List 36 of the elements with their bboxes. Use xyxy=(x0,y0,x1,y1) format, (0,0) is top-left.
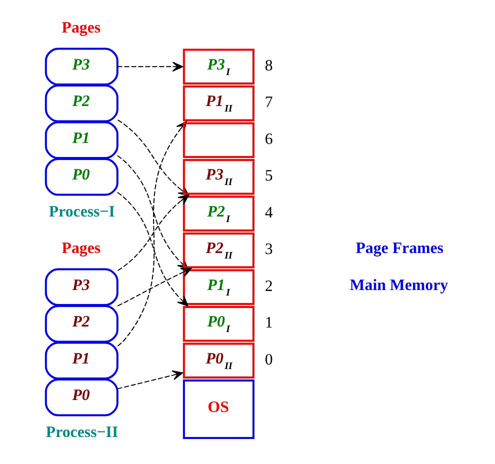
node-box: P3 xyxy=(44,268,118,306)
node-box: P0 xyxy=(44,158,118,196)
node-label: 4 xyxy=(264,204,273,222)
node-box: P3 xyxy=(44,48,118,86)
node-box: P1 xyxy=(44,121,118,160)
node-box: P2$_{I}$ xyxy=(182,196,254,232)
node-label: 6 xyxy=(264,130,273,148)
node-box: P2 xyxy=(44,84,118,122)
node-label: 7 xyxy=(264,94,273,112)
node-box: P1$_{I}$ xyxy=(182,269,254,305)
arrow xyxy=(117,268,192,306)
node-label: 3 xyxy=(264,241,273,258)
node-box: P0$_{I}$ xyxy=(182,306,254,342)
label: Pages xyxy=(62,240,101,258)
label: Process−II xyxy=(46,424,118,441)
node-box: P3$_{I}$ xyxy=(182,48,254,85)
node-box: OS xyxy=(182,379,254,440)
node-box: P1 xyxy=(44,342,118,380)
node-box: P3$_{II}$ xyxy=(182,159,254,195)
node-label: 1 xyxy=(264,314,273,332)
node-box: P0 xyxy=(44,378,118,416)
label: Pages xyxy=(62,20,101,37)
node-label: 5 xyxy=(264,168,273,185)
node-label: 2 xyxy=(264,278,273,295)
node-box: P0$_{II}$ xyxy=(182,342,254,378)
arrow xyxy=(116,370,184,390)
label: Page Frames xyxy=(356,240,444,258)
node-box: P2 xyxy=(44,304,118,343)
node-label: 8 xyxy=(264,57,273,74)
node-label: 0 xyxy=(264,351,273,368)
node-box: P2$_{II}$ xyxy=(182,232,254,268)
arrow xyxy=(116,62,184,72)
node-box xyxy=(182,122,254,158)
label: Main Memory xyxy=(350,276,448,294)
node-box: P1$_{II}$ xyxy=(182,86,254,122)
label: Process−I xyxy=(48,203,115,220)
